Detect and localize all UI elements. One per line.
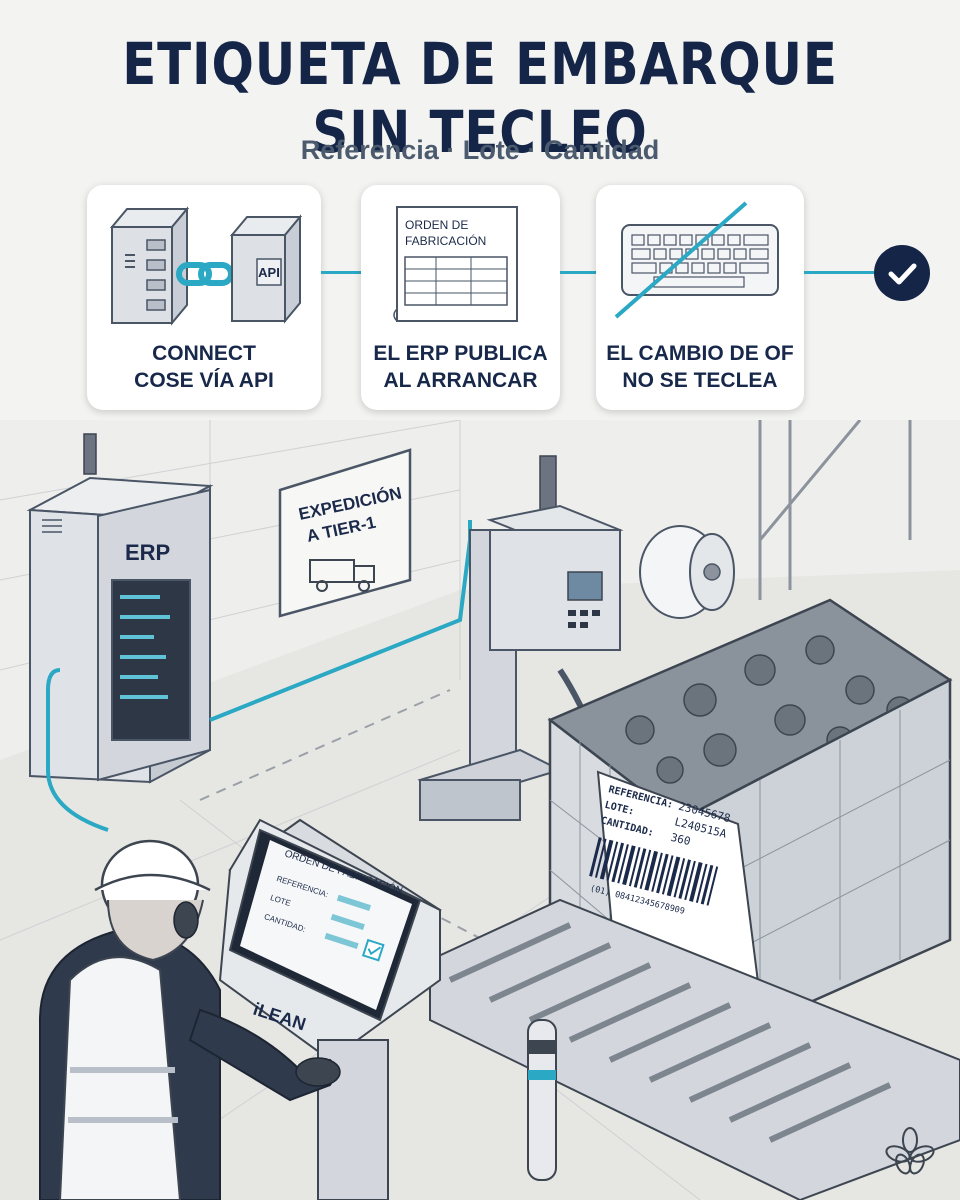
step-card-erp-publishes: ORDEN DE FABRICACIÓN EL ERP PUBLICA AL A… (361, 185, 560, 410)
page-subtitle: Referencia · Lote · Cantidad (300, 135, 660, 165)
step-card-no-typing: EL CAMBIO DE OF NO SE TECLEA (596, 185, 804, 410)
page-title: ETIQUETA DE EMBARQUE SIN TECLEO (122, 30, 838, 166)
flower-logo-icon (885, 1127, 935, 1175)
flow-connector-1 (321, 271, 361, 274)
work-order-document-icon: ORDEN DE FABRICACIÓN (393, 206, 518, 322)
flow-connector-2 (560, 271, 596, 274)
flow-connector-3 (804, 271, 874, 274)
api-server-label: API (258, 265, 280, 280)
check-icon (874, 245, 930, 301)
barcode (589, 837, 719, 906)
step-label-connect-api: CONNECT COSE VÍA API (134, 342, 274, 392)
step-label-no-typing: EL CAMBIO DE OF NO SE TECLEA (606, 342, 794, 392)
factory-scene-illustration: ERP EXPEDICIÓN A TIER-1 (0, 420, 960, 1200)
label-qty-value: 360 (669, 831, 691, 848)
keyboard-crossed-icon (614, 201, 779, 319)
step-card-connect-api: API CONNECT COSE VÍA API (87, 185, 321, 410)
document-title-line-2: FABRICACIÓN (405, 233, 486, 248)
server-link-icon: API (109, 206, 303, 326)
document-title-line-1: ORDEN DE (405, 218, 468, 232)
truck-icon (309, 559, 375, 592)
erp-cabinet-label: ERP (125, 540, 170, 565)
step-label-erp-publishes: EL ERP PUBLICA AL ARRANCAR (373, 342, 548, 392)
